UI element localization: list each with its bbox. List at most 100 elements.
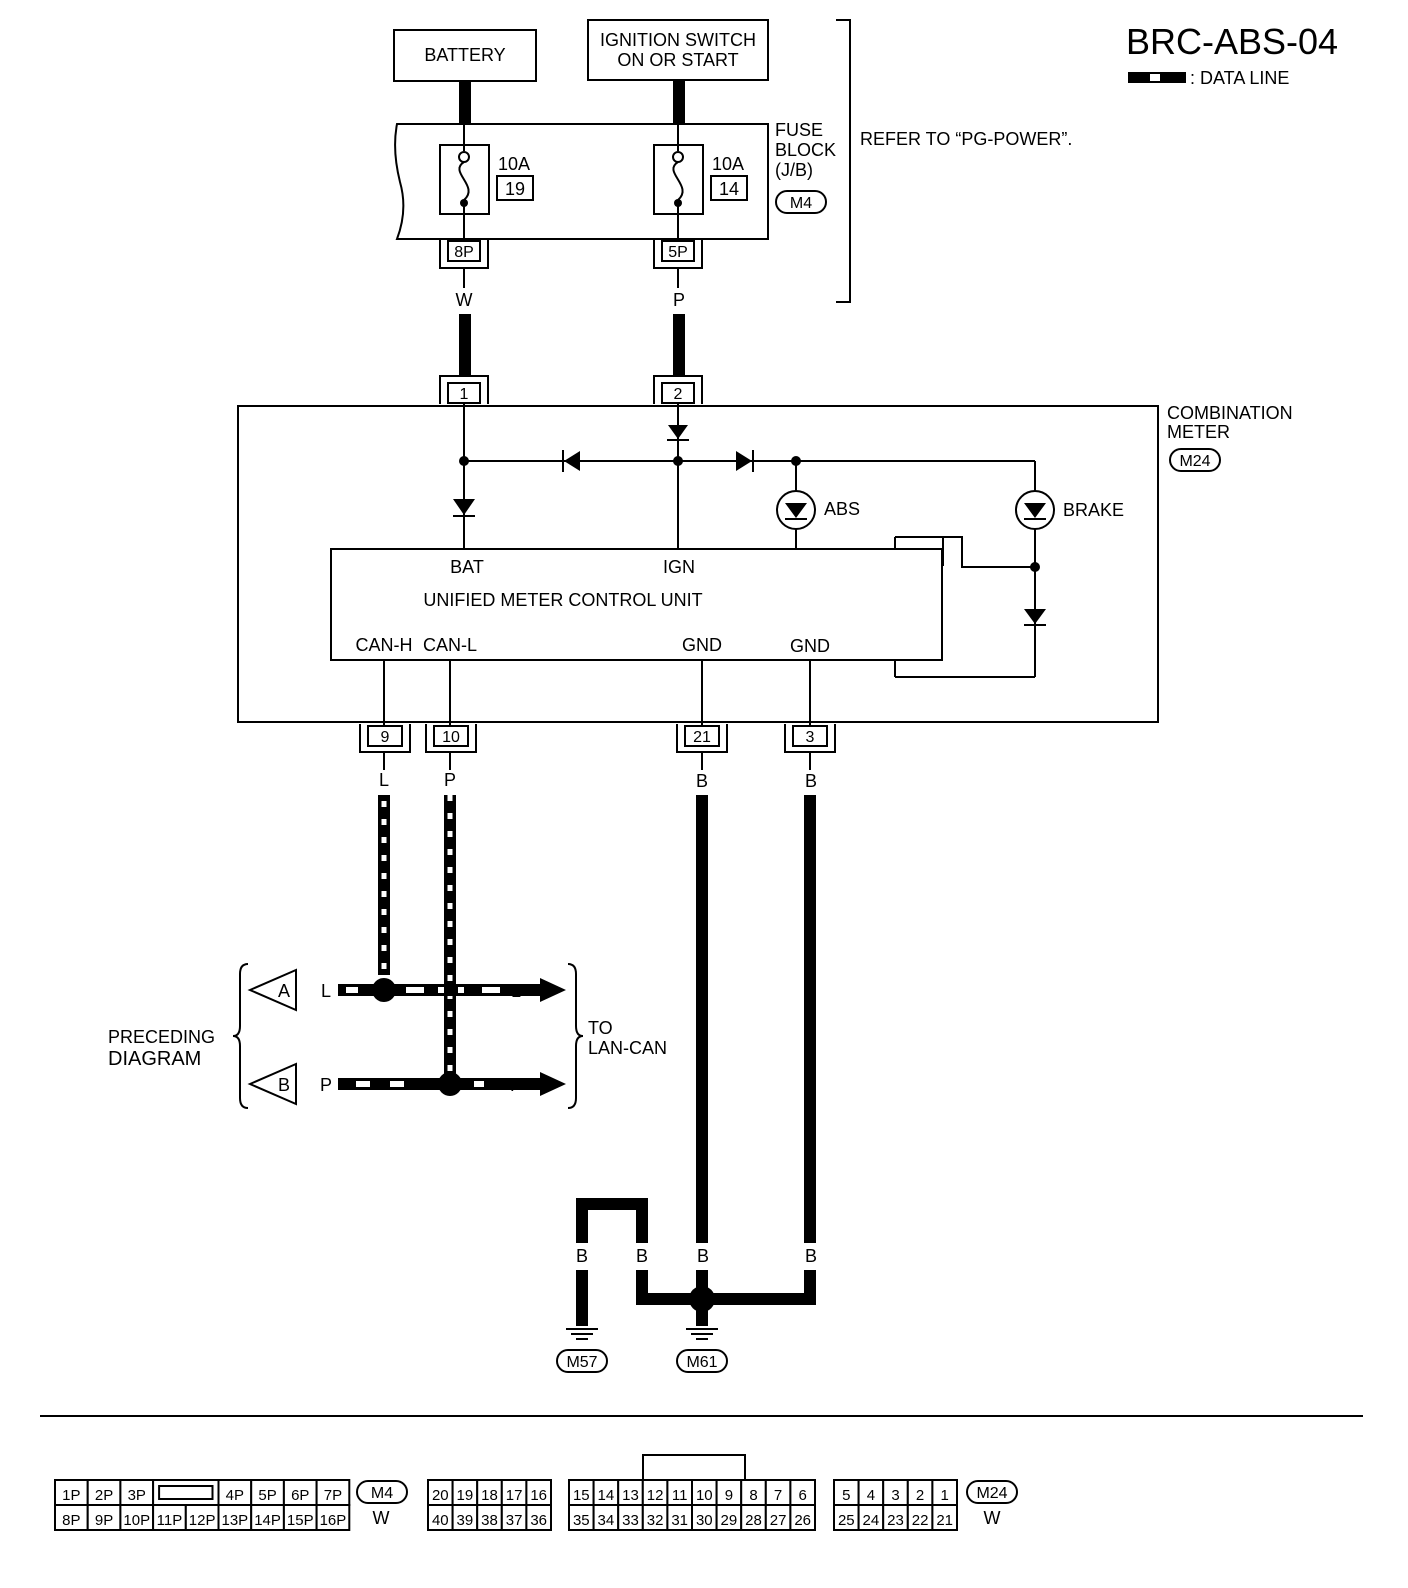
fuse-block-conn: M4 (790, 195, 812, 212)
m24-pin-37: 37 (500, 1504, 528, 1531)
svg-text:29: 29 (721, 1512, 738, 1529)
svg-text:13P: 13P (221, 1512, 248, 1529)
pin-10-connector (425, 724, 477, 753)
svg-text:39: 39 (457, 1512, 474, 1529)
m4-face-name: M4 (371, 1485, 393, 1502)
svg-text:8: 8 (749, 1487, 757, 1504)
m24-pin-13: 13 (617, 1479, 644, 1506)
meter-pin-9: 9 (381, 729, 390, 746)
m24-pin-20: 20 (427, 1479, 454, 1506)
wire-gnd-loop (576, 1198, 648, 1243)
wire-p-label: P (673, 290, 685, 310)
m24-pin-2: 2 (906, 1479, 934, 1506)
wire-gnd-3 (804, 795, 816, 1243)
m4-pin-7P: 7P (315, 1479, 351, 1506)
unified-meter-control-unit (330, 548, 943, 661)
m24-pin-40: 40 (427, 1504, 454, 1531)
wire-w-label: W (456, 290, 473, 310)
unit-title: UNIFIED METER CONTROL UNIT (423, 590, 702, 610)
m24-pin-35: 35 (568, 1504, 595, 1531)
m4-face-badge (356, 1480, 408, 1504)
svg-text:11P: 11P (157, 1512, 183, 1529)
m24-face-badge (966, 1480, 1018, 1504)
gnd-m57-badge (556, 1349, 608, 1373)
m24-pin-9: 9 (715, 1479, 743, 1506)
m4-pin-10P: 10P (119, 1504, 155, 1531)
junction-bat (459, 456, 469, 466)
preceding-label-1: PRECEDING (108, 1027, 215, 1047)
m24-pin-19: 19 (451, 1479, 479, 1506)
data-line-legend: : DATA LINE (1128, 68, 1289, 88)
legend-label: : DATA LINE (1190, 68, 1289, 88)
ignition-switch-box (587, 19, 769, 81)
svg-text:10P: 10P (123, 1512, 150, 1529)
fuse-block-label-1: FUSE (775, 120, 823, 140)
gnd-m57: M57 (566, 1354, 597, 1371)
gnd-m61: M61 (686, 1354, 717, 1371)
svg-text:1: 1 (941, 1487, 949, 1504)
m24-pin-31: 31 (666, 1504, 694, 1531)
diode-right-icon (736, 450, 754, 472)
gnd-wire-b-2: B (636, 1246, 648, 1266)
svg-text:31: 31 (671, 1512, 688, 1529)
svg-text:3: 3 (891, 1487, 899, 1504)
preceding-brace (232, 963, 249, 1109)
meter-pin-1: 1 (460, 386, 469, 403)
m24-pin-17: 17 (500, 1479, 528, 1506)
svg-text:36: 36 (530, 1512, 547, 1529)
ref-b: B (278, 1075, 290, 1095)
gnd-splice (689, 1286, 715, 1312)
m24-pin-5: 5 (833, 1479, 860, 1506)
splice-p (438, 1072, 462, 1096)
m24-pin-23: 23 (882, 1504, 909, 1531)
battery-label: BATTERY (424, 45, 505, 65)
m24-pin-18: 18 (476, 1479, 503, 1506)
svg-text:38: 38 (481, 1512, 498, 1529)
ground-m57-icon (566, 1328, 598, 1340)
meter-pin-2: 2 (674, 386, 683, 403)
preceding-label-2: DIAGRAM (108, 1048, 201, 1070)
m4-key-slot (152, 1479, 220, 1506)
m24-pin-24: 24 (857, 1504, 885, 1531)
svg-text:16P: 16P (320, 1512, 347, 1529)
svg-text:28: 28 (745, 1512, 762, 1529)
m24-pin-34: 34 (592, 1504, 620, 1531)
term-ign: IGN (663, 557, 695, 577)
m4-pin-15P: 15P (282, 1504, 318, 1531)
m24-pin-12: 12 (641, 1479, 669, 1506)
svg-text:27: 27 (770, 1512, 787, 1529)
wire-p (673, 314, 685, 377)
m4-pin-1P: 1P (54, 1479, 89, 1506)
svg-text:25: 25 (838, 1512, 855, 1529)
m24-pin-11: 11 (666, 1479, 694, 1506)
meter-conn-badge (1169, 448, 1221, 472)
abs-label: ABS (824, 499, 860, 519)
m24-pin-8: 8 (740, 1479, 767, 1506)
svg-text:24: 24 (863, 1512, 880, 1529)
m4-pin-9P: 9P (86, 1504, 122, 1531)
svg-text:5: 5 (842, 1487, 850, 1504)
ref-arrow-b-icon (247, 1062, 297, 1106)
m24-pin-3: 3 (882, 1479, 909, 1506)
refer-bracket (836, 19, 851, 303)
svg-text:9: 9 (725, 1487, 733, 1504)
gnd-m61-badge (676, 1349, 728, 1373)
wire-b1-label: B (696, 771, 708, 791)
m24-pin-30: 30 (691, 1504, 718, 1531)
m24-pin-16: 16 (525, 1479, 553, 1506)
term-gnd-2: GND (790, 636, 830, 656)
m24-pin-7: 7 (764, 1479, 792, 1506)
lan-wire-p-left: P (320, 1075, 332, 1095)
junction-abs (791, 456, 801, 466)
pin-8p: 8P (454, 244, 474, 261)
diode-bat-icon (453, 499, 475, 517)
svg-text:13: 13 (622, 1487, 639, 1504)
meter-title-2: METER (1167, 422, 1230, 442)
svg-text:14: 14 (598, 1487, 615, 1504)
arrow-p-right-icon (540, 1072, 566, 1096)
svg-text:18: 18 (481, 1487, 498, 1504)
svg-text:32: 32 (647, 1512, 664, 1529)
fuse1-num-box (496, 175, 534, 201)
fuse-19 (439, 124, 490, 239)
wire-gnd-21 (696, 795, 708, 1243)
